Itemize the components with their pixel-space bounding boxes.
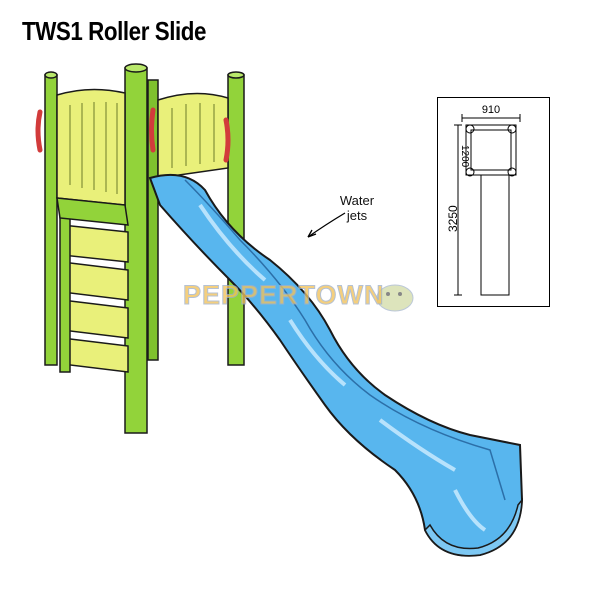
- length-dimension: 3250: [446, 205, 460, 232]
- post-mid: [147, 79, 159, 361]
- handles: [35, 107, 231, 163]
- handle-left: [35, 109, 43, 153]
- water-jets-line2: jets: [346, 208, 368, 223]
- panel-front-left: [56, 88, 126, 206]
- plan-view-box: [437, 97, 550, 307]
- plan-view-drawing: [454, 114, 521, 296]
- width-dimension: 910: [481, 104, 501, 116]
- post-left: [44, 74, 58, 366]
- water-jets-line1: Water: [339, 193, 375, 208]
- post-right: [227, 74, 245, 366]
- frame-posts: [44, 63, 245, 434]
- slide-chute: [148, 174, 524, 557]
- ladder: [59, 209, 129, 373]
- depth-dimension: 1200: [459, 145, 470, 168]
- watermark-mascot-icon: [376, 284, 414, 312]
- handle-right: [223, 117, 231, 163]
- panel-back-right: [157, 92, 229, 179]
- watermark-text: PEPPERTOWN: [183, 280, 385, 311]
- tower-panels: [56, 88, 229, 226]
- plan-slide-outline: [480, 174, 510, 296]
- water-jets-label: Water jets: [333, 193, 381, 223]
- page-title: TWS1 Roller Slide: [22, 16, 207, 46]
- handle-mid: [149, 107, 156, 153]
- callout-pointer: [307, 212, 346, 238]
